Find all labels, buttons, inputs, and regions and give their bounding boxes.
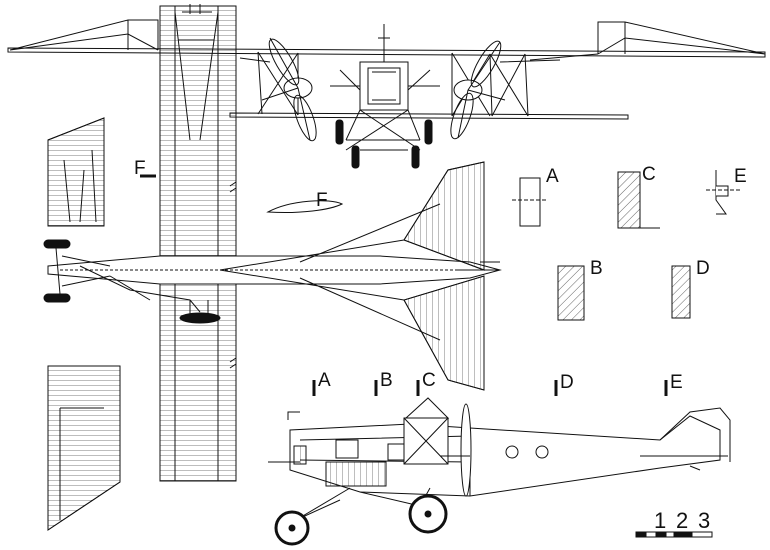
strut-sections bbox=[512, 170, 740, 321]
scale-bar bbox=[635, 531, 713, 538]
station-label-c: C bbox=[422, 370, 436, 391]
section-label-a: A bbox=[546, 166, 559, 187]
side-view bbox=[268, 397, 731, 546]
station-label-e: E bbox=[670, 372, 683, 393]
section-label-c: C bbox=[642, 164, 656, 185]
section-label-e: E bbox=[734, 166, 747, 187]
scale-label-2: 2 bbox=[676, 508, 688, 533]
station-markers bbox=[312, 380, 668, 396]
wing-tip-detail-lower bbox=[47, 365, 121, 531]
scale-label-1: 1 bbox=[654, 508, 666, 533]
airfoil-label-f: F bbox=[316, 190, 328, 211]
section-label-d: D bbox=[696, 258, 710, 279]
plan-view bbox=[43, 4, 502, 482]
front-view bbox=[7, 19, 766, 169]
section-label-f: F bbox=[134, 158, 146, 179]
wing-tip-detail-upper bbox=[47, 117, 105, 227]
station-label-a: A bbox=[318, 370, 331, 391]
scale-label-3: 3 bbox=[698, 508, 710, 533]
station-label-d: D bbox=[560, 372, 574, 393]
airfoil-section bbox=[266, 200, 344, 213]
station-label-b: B bbox=[380, 370, 393, 391]
section-label-b: B bbox=[590, 258, 603, 279]
